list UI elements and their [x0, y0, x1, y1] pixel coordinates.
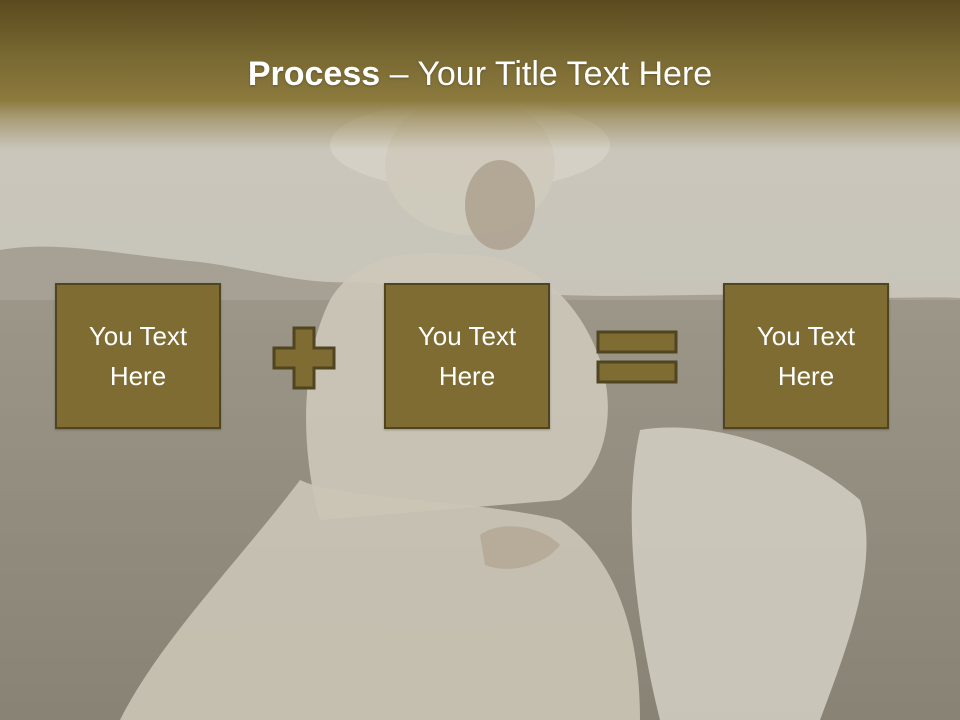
process-box-1[interactable]: You Text Here [55, 283, 221, 429]
process-box-2[interactable]: You Text Here [384, 283, 550, 429]
slide-title: Process – Your Title Text Here [0, 48, 960, 100]
process-box-3-text: You Text Here [756, 321, 856, 391]
process-box-1-text: You Text Here [88, 321, 188, 391]
equals-icon [596, 330, 678, 384]
title-rest: – Your Title Text Here [380, 55, 713, 93]
process-box-3[interactable]: You Text Here [723, 283, 889, 429]
process-box-2-text: You Text Here [417, 321, 517, 391]
title-band [0, 0, 960, 150]
title-bold: Process [247, 55, 381, 93]
plus-icon [272, 326, 336, 390]
